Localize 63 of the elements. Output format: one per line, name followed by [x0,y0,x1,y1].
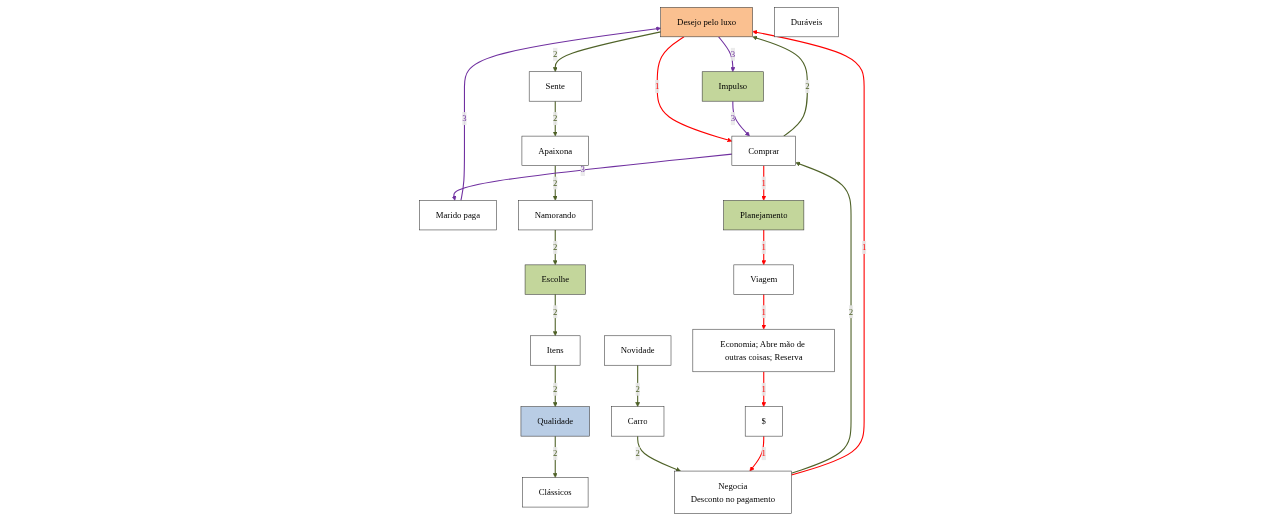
arrow [553,229,558,266]
arrow [656,36,733,143]
arrow [718,36,736,72]
edge-label: 1 [862,242,867,252]
arrow [553,435,558,478]
edge-label: 2 [553,49,558,59]
node-box: Comprar [731,135,797,166]
arrow [635,364,641,407]
node-box: Negocia Desconto no pagamento [674,470,792,514]
edge-label: 1 [655,81,660,91]
edge-label: 1 [761,448,767,458]
node-box: Economia; Abre mão de outras coisas; Reserva [692,328,836,373]
arrow [460,26,662,202]
edge-label: 1 [761,178,767,188]
edge-label: 3 [462,113,467,124]
edge-label: 3 [580,164,586,174]
arrow [553,100,558,137]
node-box: Novidade [604,335,672,366]
edge-label: 2 [553,306,558,317]
node-box: Clássicos [522,477,589,508]
edge-label: 3 [730,49,736,59]
edge-label: 1 [761,242,767,252]
edge-label: 3 [730,113,736,124]
edge-label: 2 [635,448,641,458]
node-box: $ [745,406,783,437]
edge-label: 2 [805,81,810,91]
node-box: Itens [530,335,581,366]
node-box: Escolhe [524,264,586,295]
arrow [749,435,765,472]
node-box: Sente [529,71,582,102]
node-box: Duráveis [774,7,840,38]
edge-label: 1 [761,384,767,394]
arrow [732,100,750,137]
edge-label: 2 [553,242,558,252]
edge-label: 2 [635,384,641,394]
arrow [553,165,558,201]
edge-label: 2 [553,448,558,458]
node-box: Qualidade [520,406,590,437]
arrow [752,30,865,476]
edge-label: 2 [553,384,558,394]
arrow [553,364,558,407]
arrow [761,229,767,266]
node-box: Marido paga [419,200,497,231]
arrow [761,165,767,201]
node-box: Impulso [702,71,764,102]
edge-label: 2 [553,178,558,188]
edge-label: 2 [553,113,558,124]
node-box: Desejo pelo luxo [660,7,754,38]
arrow [761,293,767,330]
node-box: Planejamento [723,200,805,231]
arrow [553,293,558,336]
arrow [451,153,733,201]
arrow [761,371,767,407]
edge-label: 1 [761,306,767,317]
arrow [791,161,852,474]
arrow [553,31,662,72]
node-box: Carro [611,406,665,437]
arrow [752,35,809,137]
arrow [637,435,681,472]
node-box: Viagem [733,264,795,295]
node-box: Apaixona [521,135,589,166]
edge-label: 2 [849,306,854,317]
node-box: Namorando [518,200,593,231]
